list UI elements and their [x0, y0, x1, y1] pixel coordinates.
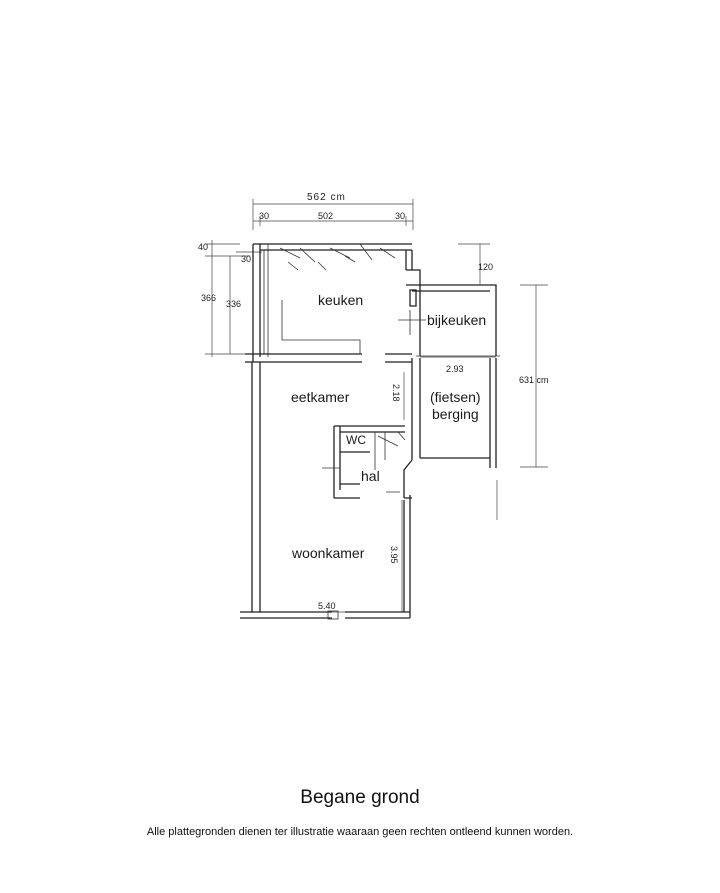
- dim-berging-631: 631 cm: [519, 375, 549, 385]
- room-label-bijkeuken: bijkeuken: [427, 312, 486, 328]
- dim-top-40: 40: [198, 242, 208, 252]
- dim-berging-293: 2.93: [446, 364, 464, 374]
- disclaimer-text: Alle plattegronden dienen ter illustrati…: [146, 826, 574, 838]
- room-label-wc: WC: [346, 433, 366, 447]
- dim-bijkeuken-120: 120: [478, 262, 493, 272]
- dim-height-366: 366: [201, 293, 216, 303]
- dim-height-336: 336: [226, 299, 241, 309]
- floor-title: Begane grond: [300, 787, 420, 808]
- dim-left-30: 30: [259, 211, 269, 221]
- dim-woonkamer-540: 5.40: [318, 601, 336, 611]
- walls: [240, 243, 500, 620]
- room-label-hal: hal: [361, 468, 380, 484]
- room-label-fietsen: (fietsen): [430, 389, 481, 405]
- dim-right-30: 30: [395, 211, 405, 221]
- room-label-berging: berging: [432, 406, 479, 422]
- room-label-eetkamer: eetkamer: [291, 389, 350, 405]
- dim-total-width: 562 cm: [307, 192, 346, 203]
- room-label-keuken: keuken: [318, 292, 363, 308]
- dim-woonkamer-395: 3.95: [389, 546, 399, 564]
- dim-eetkamer-218: 2.18: [391, 384, 401, 402]
- dim-top-30: 30: [241, 254, 251, 264]
- room-label-woonkamer: woonkamer: [291, 545, 365, 561]
- dim-inner-width: 502: [318, 211, 333, 221]
